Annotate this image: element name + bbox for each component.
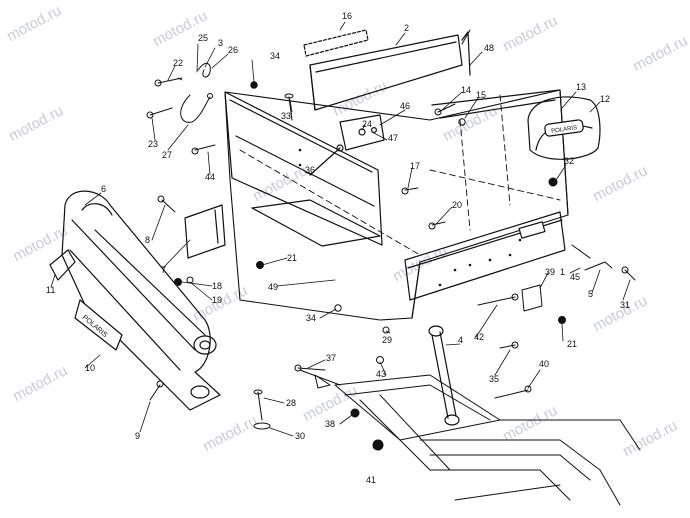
callout-41: 41 <box>366 475 377 485</box>
callout-42: 42 <box>474 332 485 342</box>
callout-34a: 34 <box>270 51 281 61</box>
callout-45: 45 <box>570 272 581 282</box>
callout-34b: 34 <box>306 313 317 323</box>
callout-16: 16 <box>342 11 353 21</box>
callout-19: 19 <box>212 295 223 305</box>
callout-10: 10 <box>85 363 96 373</box>
callout-47: 47 <box>388 133 399 143</box>
rod-part-36 <box>309 144 344 176</box>
callout-13: 13 <box>576 82 587 92</box>
callout-38: 38 <box>325 419 336 429</box>
callout-23: 23 <box>148 139 159 149</box>
callout-27: 27 <box>162 150 173 160</box>
callout-17: 17 <box>410 161 421 171</box>
strut-part-4 <box>428 325 460 426</box>
callout-49: 49 <box>268 282 279 292</box>
callout-11: 11 <box>46 285 56 295</box>
callout-6: 6 <box>101 184 107 194</box>
callout-46: 46 <box>400 101 411 111</box>
callout-12: 12 <box>600 94 611 104</box>
callout-20: 20 <box>452 200 463 210</box>
callout-30: 30 <box>295 431 306 441</box>
callout-8: 8 <box>145 235 151 245</box>
side-plate-part-7 <box>184 204 226 259</box>
seat-cover-part-13: POLARIS <box>527 96 601 160</box>
callout-35: 35 <box>489 374 500 384</box>
callout-1: 1 <box>560 267 566 277</box>
callout-2: 2 <box>404 23 410 33</box>
callout-44: 44 <box>205 172 216 182</box>
callout-37: 37 <box>326 353 337 363</box>
callout-43: 43 <box>376 369 387 379</box>
callout-15: 15 <box>476 90 487 100</box>
callout-33: 33 <box>281 111 292 121</box>
callout-4: 4 <box>458 335 464 345</box>
callout-24: 24 <box>362 119 373 129</box>
latch-bracket-part-46 <box>339 114 385 151</box>
panel-part-2 <box>309 31 471 111</box>
callout-21a: 21 <box>287 253 298 263</box>
callout-31: 31 <box>620 300 631 310</box>
callout-39: 39 <box>545 267 556 277</box>
callout-32: 32 <box>564 156 575 166</box>
cargo-box-part-1 <box>224 89 569 321</box>
callout-5: 5 <box>588 289 594 299</box>
decal-part-16 <box>303 29 369 57</box>
hardware-fasteners <box>146 29 636 451</box>
callout-21b: 21 <box>567 339 578 349</box>
callout-29: 29 <box>382 335 393 345</box>
callout-28: 28 <box>286 398 297 408</box>
leader-lines <box>50 21 631 449</box>
callout-22: 22 <box>173 58 184 68</box>
callout-7: 7 <box>161 265 167 275</box>
callout-3: 3 <box>218 38 224 48</box>
callout-9: 9 <box>135 431 141 441</box>
callout-14: 14 <box>461 85 472 95</box>
callout-18: 18 <box>212 281 223 291</box>
callout-36: 36 <box>305 165 316 175</box>
callout-48: 48 <box>484 43 495 53</box>
cab-label-text: POLARIS <box>551 125 578 135</box>
callout-26: 26 <box>228 45 239 55</box>
callout-25: 25 <box>198 33 209 43</box>
frame-rails <box>299 369 641 506</box>
callout-40: 40 <box>539 359 550 369</box>
tailgate-part-6: POLARIS <box>61 190 221 411</box>
